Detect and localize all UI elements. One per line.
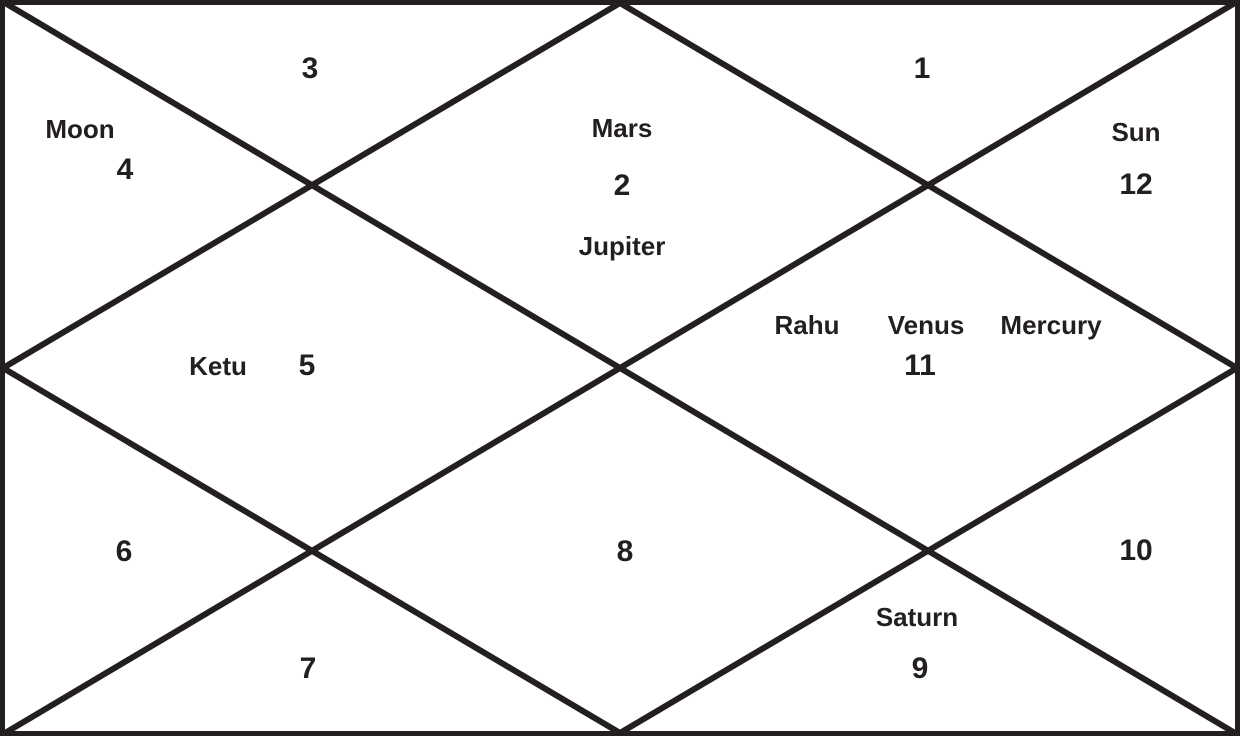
house-11-planet-rahu: Rahu — [774, 310, 840, 340]
house-6-number: 6 — [115, 535, 133, 568]
house-9-planet-saturn: Saturn — [875, 602, 959, 632]
house-1-number: 1 — [913, 52, 931, 85]
house-10-number: 10 — [1119, 534, 1153, 567]
house-3-number: 3 — [301, 52, 319, 85]
house-4-planet-moon: Moon — [45, 114, 115, 144]
house-12-number: 12 — [1119, 168, 1153, 201]
house-11-planet-mercury: Mercury — [1000, 310, 1102, 340]
house-5-number: 5 — [298, 349, 316, 382]
house-11-number: 11 — [904, 349, 936, 382]
house-5-planet-ketu: Ketu — [189, 351, 247, 381]
house-11-planet-venus: Venus — [887, 310, 965, 340]
house-9-number: 9 — [911, 652, 929, 685]
house-12-planet-sun: Sun — [1111, 117, 1161, 147]
house-4-number: 4 — [116, 153, 134, 186]
house-7-number: 7 — [299, 652, 317, 685]
house-8-number: 8 — [616, 535, 634, 568]
house-2-number: 2 — [613, 169, 631, 202]
house-2-planet-jupiter: Jupiter — [578, 231, 666, 261]
house-2-planet-mars: Mars — [591, 113, 653, 143]
